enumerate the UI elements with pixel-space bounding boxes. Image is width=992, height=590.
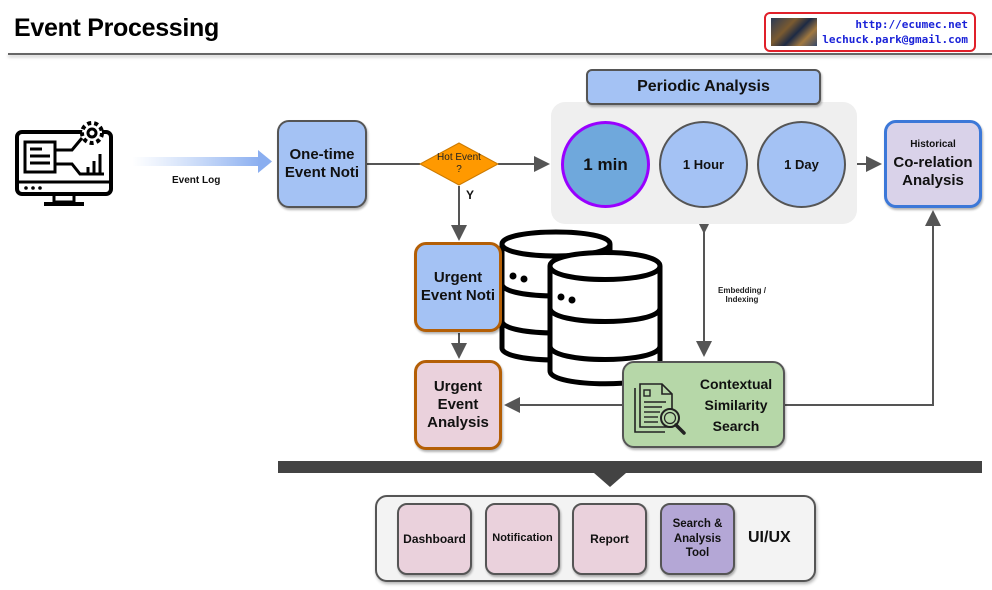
period-1-day-label: 1 Day xyxy=(784,157,819,172)
uiux-search-analysis-tool-label: Search & Analysis Tool xyxy=(672,518,723,560)
hot-event-label: Hot Event ? xyxy=(437,152,481,175)
page-title: Event Processing xyxy=(14,14,220,42)
yes-label: Y xyxy=(466,188,475,202)
author-thumbnail xyxy=(771,18,817,46)
historical-correlation-node[interactable]: Historical Co-relation Analysis xyxy=(884,120,982,208)
title-divider xyxy=(8,53,992,55)
uiux-report[interactable]: Report xyxy=(572,503,647,575)
period-1-min[interactable]: 1 min xyxy=(561,121,650,208)
hot-event-decision[interactable] xyxy=(418,141,500,187)
historical-main-label: Co-relation Analysis xyxy=(893,153,973,189)
uiux-dashboard-label: Dashboard xyxy=(403,531,466,546)
monitor-analytics-icon xyxy=(15,121,113,206)
event-log-arrow xyxy=(132,150,272,173)
author-email[interactable]: lechuck.park@gmail.com xyxy=(822,33,968,46)
period-1-hour-label: 1 Hour xyxy=(682,157,725,172)
database-icon xyxy=(499,229,663,387)
urgent-event-analysis-label: Urgent Event Analysis xyxy=(427,378,489,431)
contextual-similarity-search-label: Contextual Similarity Search xyxy=(699,376,773,434)
period-1-day[interactable]: 1 Day xyxy=(757,121,846,208)
one-time-event-noti-label: One-time Event Noti xyxy=(284,146,360,181)
document-search-icon xyxy=(634,383,686,435)
edge-contextual-historical xyxy=(785,210,941,406)
embedding-indexing-label: Embedding / Indexing xyxy=(718,286,766,304)
author-url[interactable]: http://ecumec.net xyxy=(855,18,968,31)
period-1-min-label: 1 min xyxy=(583,154,628,174)
author-badge: http://ecumec.net lechuck.park@gmail.com xyxy=(764,12,976,52)
urgent-event-noti-node[interactable]: Urgent Event Noti xyxy=(414,242,502,332)
uiux-label: UI/UX xyxy=(748,529,791,546)
uiux-report-label: Report xyxy=(590,531,629,546)
period-1-hour[interactable]: 1 Hour xyxy=(659,121,748,208)
one-time-event-noti-node[interactable]: One-time Event Noti xyxy=(277,120,367,208)
uiux-notification-label: Notification xyxy=(492,532,553,545)
bottom-bar-pointer xyxy=(594,473,626,487)
urgent-event-analysis-node[interactable]: Urgent Event Analysis xyxy=(414,360,502,450)
bottom-bar xyxy=(278,461,982,473)
uiux-notification[interactable]: Notification xyxy=(485,503,560,575)
event-log-label: Event Log xyxy=(172,175,221,186)
urgent-event-noti-label: Urgent Event Noti xyxy=(420,269,496,304)
uiux-search-analysis-tool[interactable]: Search & Analysis Tool xyxy=(660,503,735,575)
uiux-dashboard[interactable]: Dashboard xyxy=(397,503,472,575)
historical-small-label: Historical xyxy=(910,138,956,150)
periodic-analysis-header: Periodic Analysis xyxy=(586,69,821,105)
periodic-analysis-title: Periodic Analysis xyxy=(637,78,770,96)
